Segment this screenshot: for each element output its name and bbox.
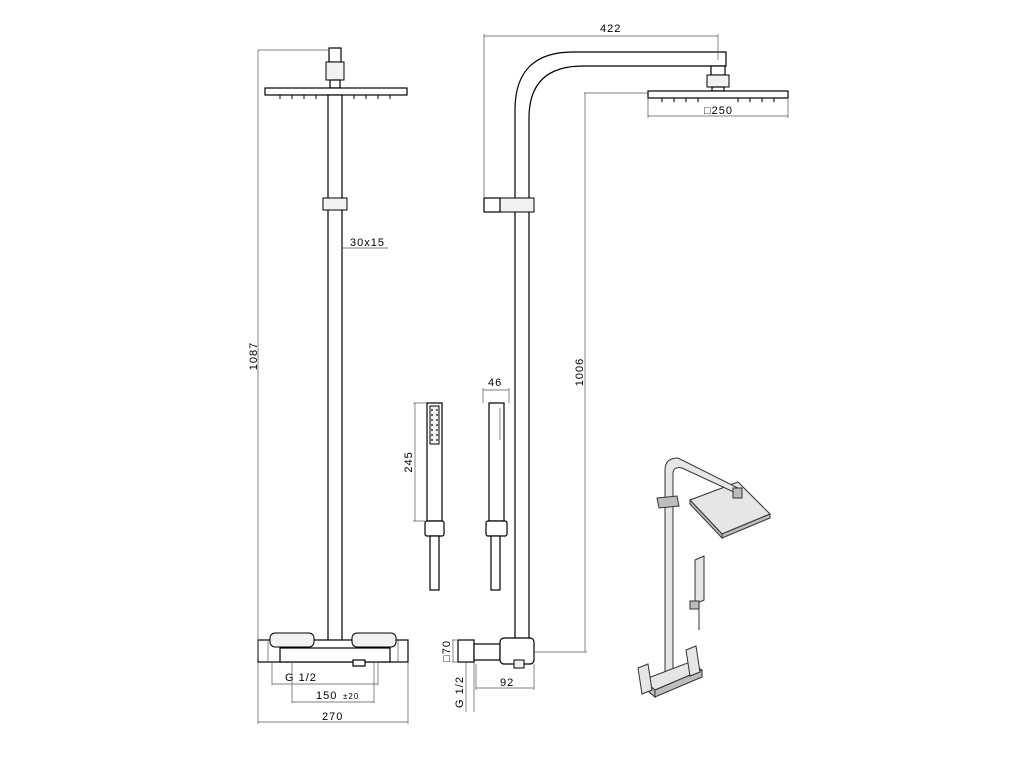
front-view: 1087 30x15 G 1/2 150 ±20 270 [248,47,409,724]
dim-1087: 1087 [248,49,328,660]
dim-70-label: □70 [441,640,453,662]
dim-1006-label: 1006 [574,358,586,386]
dim-30x15-label: 30x15 [350,237,385,249]
side-mixer [457,637,535,669]
dim-250-label: □250 [704,105,733,117]
dim-70: □70 [441,639,458,663]
dim-g12-front-label: G 1/2 [285,672,317,684]
dim-g12-side-label: G 1/2 [454,676,466,708]
dim-46: 46 [482,377,510,403]
side-view: 422 □250 1006 □70 G 1/2 [441,23,789,712]
dim-1006: 1006 [534,92,648,653]
dim-422: 422 [483,23,719,198]
front-mixer [257,632,409,667]
dim-92: 92 [475,664,535,690]
handshower-views: 245 46 [403,377,510,591]
handshower-side [485,402,508,591]
dim-422-label: 422 [600,23,621,35]
dim-46-label: 46 [488,377,502,389]
dim-g12-side: G 1/2 [454,662,475,712]
front-shower-head [264,47,408,99]
dim-245: 245 [403,402,427,522]
dim-250: □250 [647,98,789,118]
front-column [327,94,343,646]
dim-g12-front: G 1/2 [271,662,379,685]
dim-245-label: 245 [403,451,415,472]
side-column-arm [514,51,727,646]
dim-150-label: 150 [316,690,337,702]
dim-92-label: 92 [500,677,514,689]
iso-handshower [694,555,705,605]
dim-150-tolerance: ±20 [343,692,359,701]
side-slider [499,197,535,213]
dim-150: 150 ±20 [291,662,375,703]
isometric-view [637,457,771,699]
handshower-front [424,402,445,591]
iso-slider [656,495,680,509]
dim-30x15: 30x15 [342,237,388,249]
front-slider [322,197,348,211]
dim-270: 270 [257,662,409,724]
dim-1087-label: 1087 [248,342,260,370]
dim-270-label: 270 [322,711,343,723]
side-shower-head [647,90,789,99]
